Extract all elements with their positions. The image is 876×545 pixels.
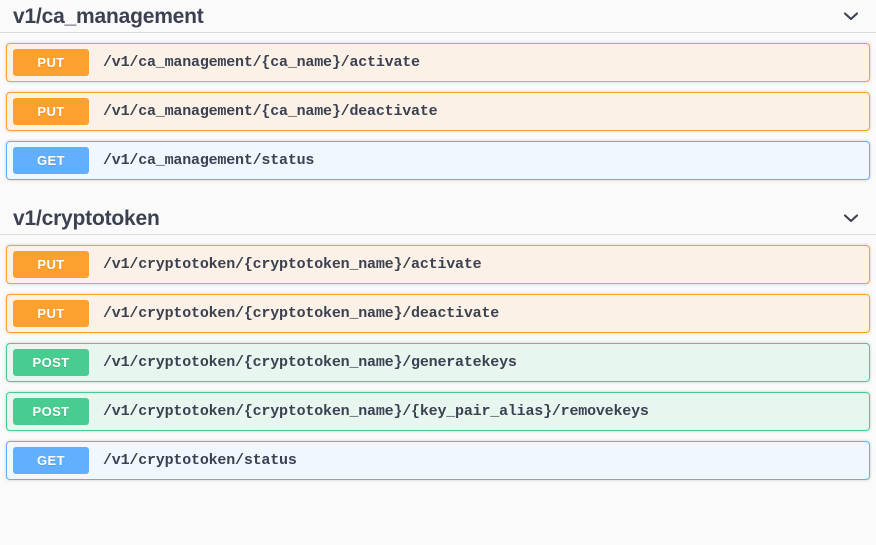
operation-path: /v1/cryptotoken/{cryptotoken_name}/activ… — [103, 256, 482, 273]
operation-path: /v1/cryptotoken/status — [103, 452, 297, 469]
method-badge: GET — [13, 147, 89, 174]
operation-list-cryptotoken: PUT /v1/cryptotoken/{cryptotoken_name}/a… — [0, 245, 876, 480]
tag-header-ca-management[interactable]: v1/ca_management — [0, 0, 876, 33]
operation-row[interactable]: PUT /v1/ca_management/{ca_name}/deactiva… — [6, 92, 870, 131]
operation-path: /v1/ca_management/status — [103, 152, 315, 169]
operation-row[interactable]: GET /v1/ca_management/status — [6, 141, 870, 180]
tag-header-cryptotoken[interactable]: v1/cryptotoken — [0, 202, 876, 235]
method-badge: POST — [13, 349, 89, 376]
section-spacer — [0, 190, 876, 202]
method-badge: PUT — [13, 251, 89, 278]
operation-row[interactable]: PUT /v1/ca_management/{ca_name}/activate — [6, 43, 870, 82]
operation-row[interactable]: POST /v1/cryptotoken/{cryptotoken_name}/… — [6, 343, 870, 382]
method-badge: PUT — [13, 49, 89, 76]
operation-row[interactable]: POST /v1/cryptotoken/{cryptotoken_name}/… — [6, 392, 870, 431]
method-badge: PUT — [13, 300, 89, 327]
tag-section-cryptotoken: v1/cryptotoken PUT /v1/cryptotoken/{cryp… — [0, 202, 876, 480]
tag-title: v1/cryptotoken — [13, 206, 160, 230]
method-badge: POST — [13, 398, 89, 425]
method-badge: PUT — [13, 98, 89, 125]
operation-path: /v1/cryptotoken/{cryptotoken_name}/gener… — [103, 354, 517, 371]
operation-path: /v1/cryptotoken/{cryptotoken_name}/deact… — [103, 305, 500, 322]
operation-path: /v1/ca_management/{ca_name}/deactivate — [103, 103, 438, 120]
chevron-down-icon[interactable] — [836, 206, 866, 230]
operation-path: /v1/ca_management/{ca_name}/activate — [103, 54, 420, 71]
operation-row[interactable]: GET /v1/cryptotoken/status — [6, 441, 870, 480]
tag-title: v1/ca_management — [13, 4, 204, 28]
operation-row[interactable]: PUT /v1/cryptotoken/{cryptotoken_name}/d… — [6, 294, 870, 333]
operation-row[interactable]: PUT /v1/cryptotoken/{cryptotoken_name}/a… — [6, 245, 870, 284]
chevron-down-icon[interactable] — [836, 4, 866, 28]
operation-list-ca-management: PUT /v1/ca_management/{ca_name}/activate… — [0, 43, 876, 180]
tag-section-ca-management: v1/ca_management PUT /v1/ca_management/{… — [0, 0, 876, 180]
method-badge: GET — [13, 447, 89, 474]
operation-path: /v1/cryptotoken/{cryptotoken_name}/{key_… — [103, 403, 649, 420]
